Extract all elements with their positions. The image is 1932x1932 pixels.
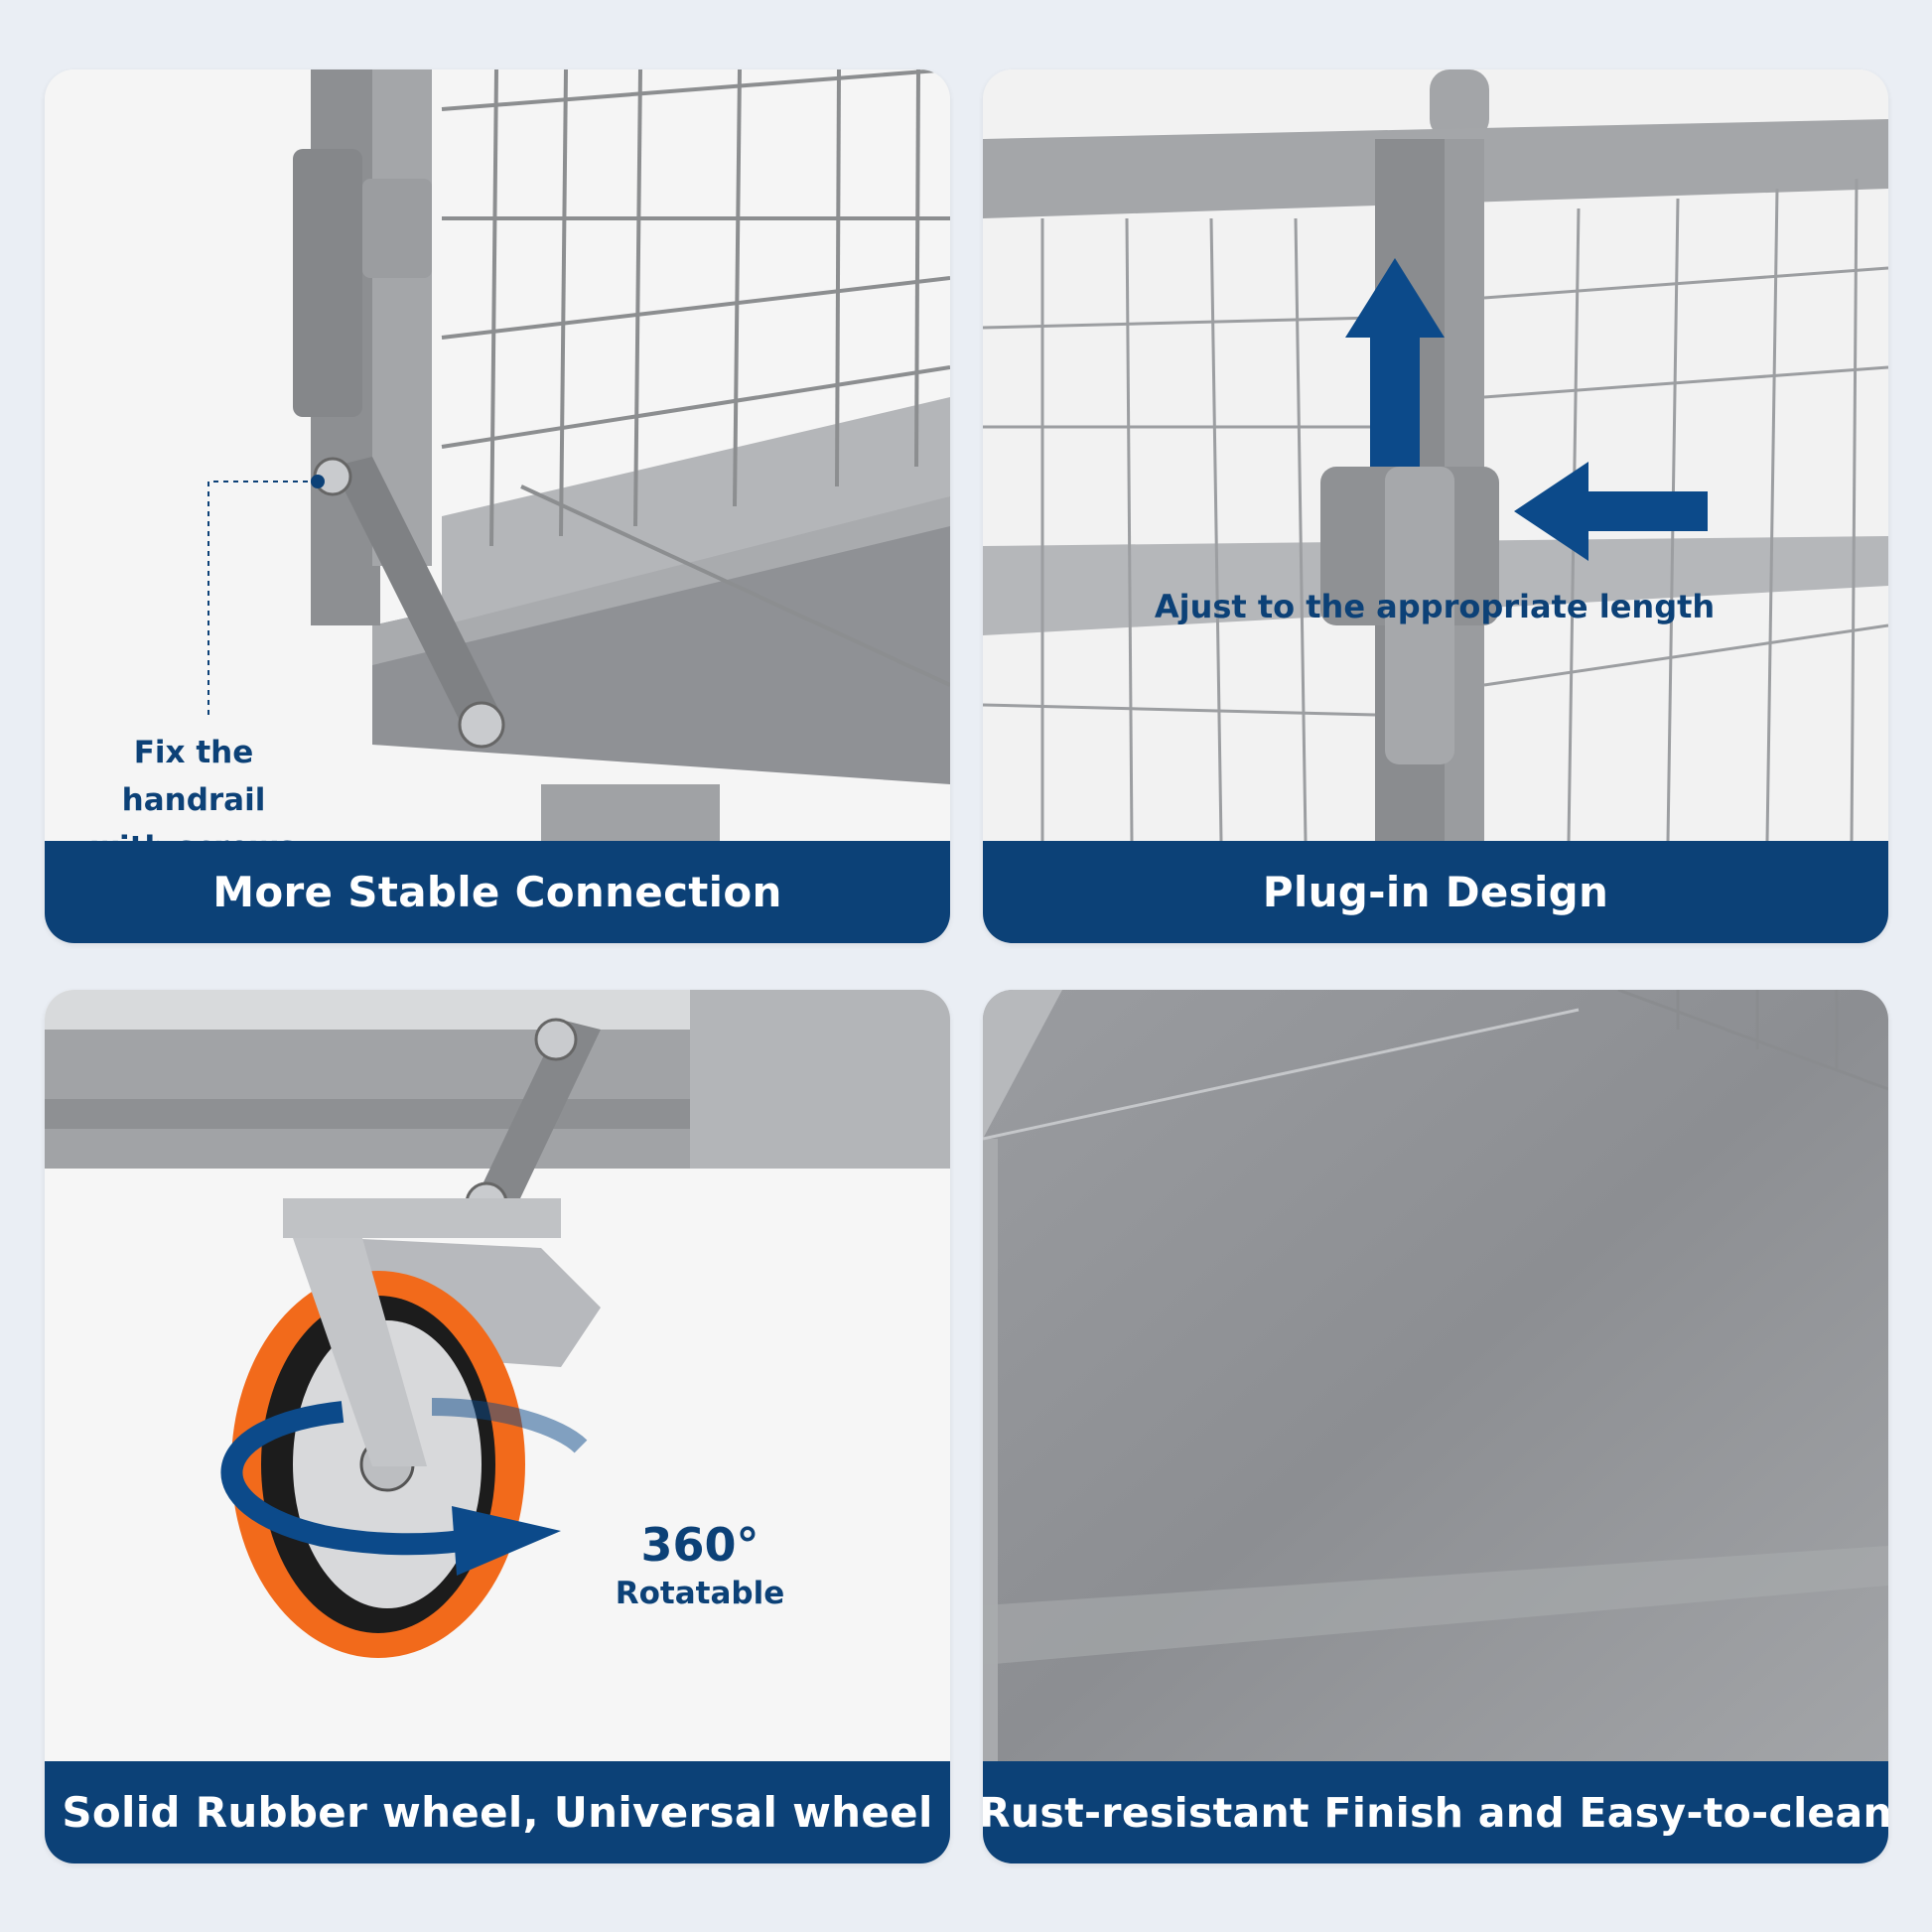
panel-plug-in-design: Ajust to the appropriate length Plug-in …	[983, 69, 1888, 943]
caption-plug-in-design: Plug-in Design	[983, 841, 1888, 943]
caption-stable-connection: More Stable Connection	[45, 841, 950, 943]
rotation-arrow-icon	[220, 1401, 464, 1556]
arrow-left-icon	[1514, 462, 1708, 561]
cart-hinge-photo	[45, 69, 950, 841]
caption-rust-resistant: Rust-resistant Finish and Easy-to-clean	[983, 1761, 1888, 1863]
rotation-degree: 360°	[640, 1518, 759, 1572]
cart-frame-joint-photo	[983, 69, 1888, 841]
rotation-label: Rotatable	[615, 1576, 785, 1611]
panel-stable-connection: Fix the handrail with screws More Stable…	[45, 69, 950, 943]
caption-universal-wheel: Solid Rubber wheel, Universal wheel	[45, 1761, 950, 1863]
annotation-line-1: Fix the handrail	[121, 735, 266, 818]
caster-wheel-photo	[45, 990, 950, 1761]
arrow-up-icon	[1345, 258, 1445, 467]
annotation-adjust-length: Ajust to the appropriate length	[1154, 588, 1716, 625]
panel-universal-wheel: 360° Rotatable Solid Rubber wheel, Unive…	[45, 990, 950, 1863]
panel-rust-resistant: Rust-resistant Finish and Easy-to-clean	[983, 990, 1888, 1863]
cart-tray-surface-photo	[983, 990, 1888, 1761]
